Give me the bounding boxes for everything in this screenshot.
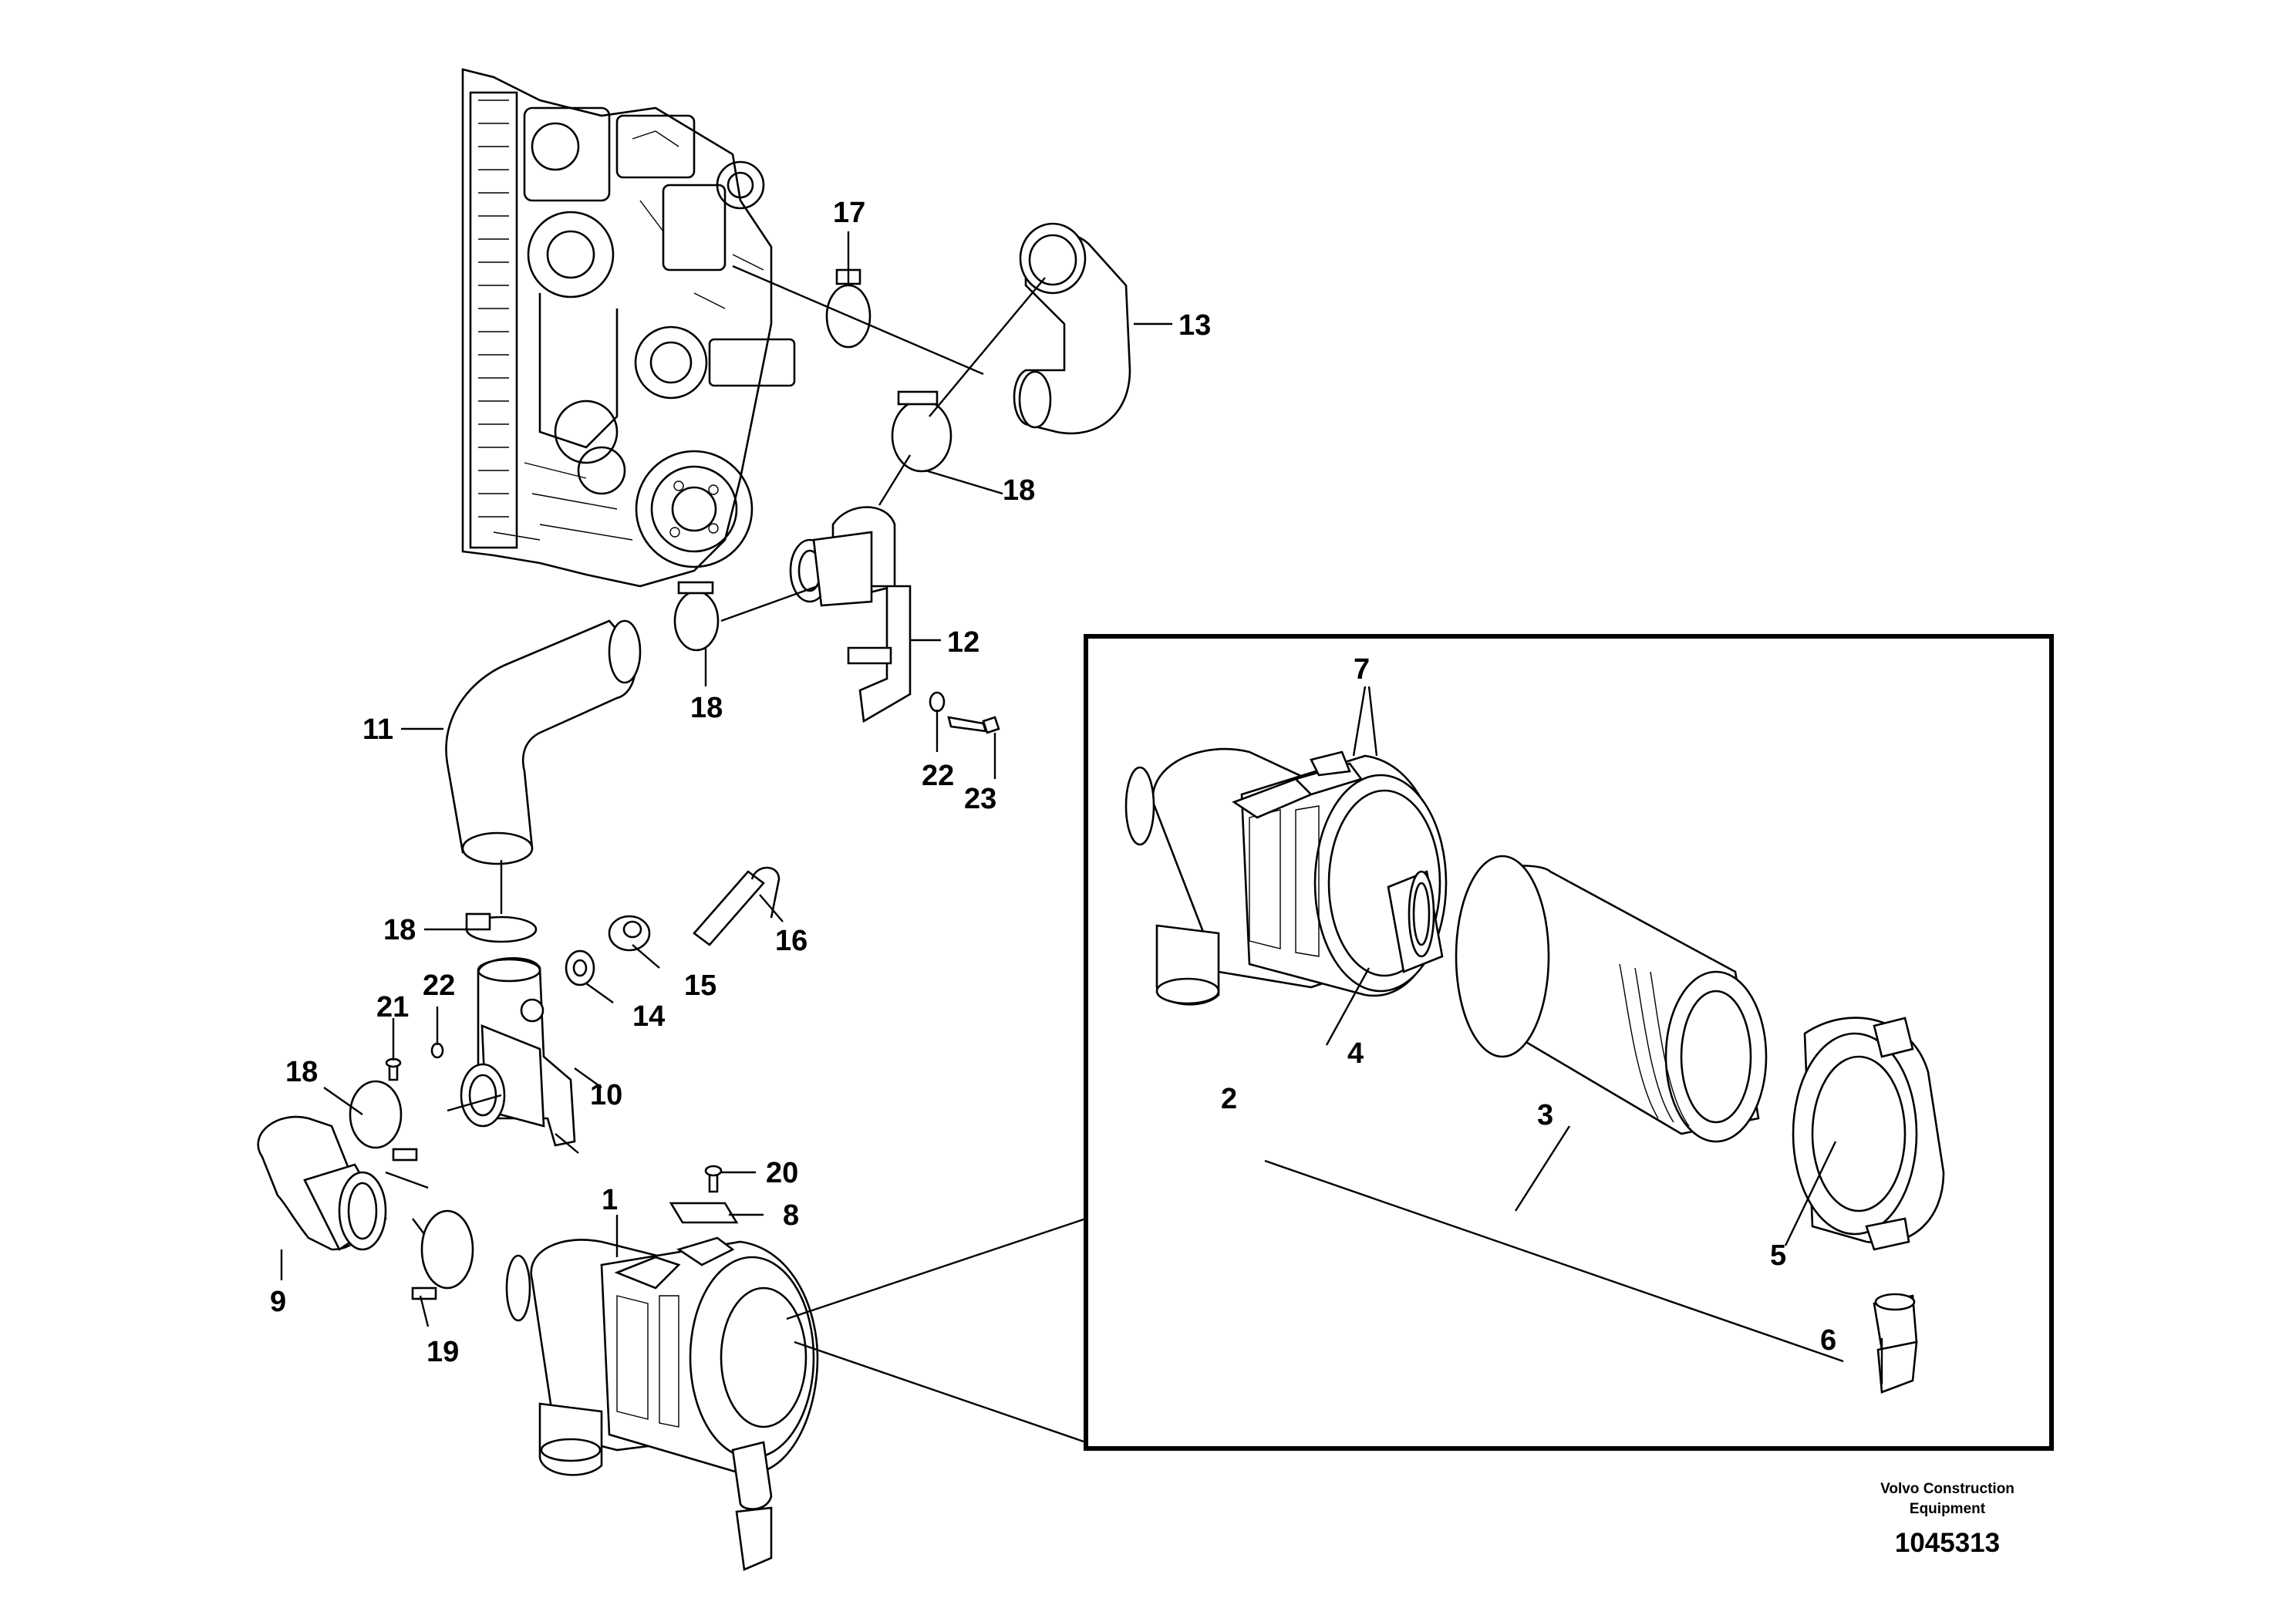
detail-cover [1792,1017,1945,1251]
leader-lines [280,231,1883,1384]
callout-6: 6 [1820,1324,1836,1357]
callout-14: 14 [632,1000,665,1033]
callout-19: 19 [426,1336,459,1368]
callout-20: 20 [766,1157,798,1189]
part-18-hose-clamp-middle [673,581,720,652]
publisher-name-line1: Volvo Construction [1880,1481,2014,1497]
part-14-grommet [565,949,595,986]
callout-13: 13 [1178,309,1211,342]
part-11-elbow-hose [445,619,642,865]
callout-22-lower: 22 [423,969,455,1002]
callout-9: 9 [270,1286,286,1318]
part-21-bolt [385,1057,402,1081]
callout-3: 3 [1537,1099,1553,1131]
callout-18-lower: 18 [383,914,416,946]
part-18-hose-clamp-lower [465,912,538,943]
part-22-washer-lower [430,1042,444,1059]
part-23-bolt [947,716,1000,734]
callout-2: 2 [1221,1083,1237,1115]
part-18-hose-clamp-upper [891,390,952,473]
callout-4: 4 [1347,1037,1364,1070]
callout-22-upper: 22 [922,760,954,792]
detail-link-lines [786,1217,1087,1444]
detail-frame [1084,634,2054,1451]
part-10-intake-housing [460,956,576,1147]
callout-8: 8 [783,1199,799,1232]
engine-illustration [461,68,796,588]
part-12-outlet-tube-bracket [789,506,912,723]
callout-17: 17 [833,197,865,229]
callout-12: 12 [947,626,979,659]
part-9-inlet-elbow [257,1115,387,1251]
detail-filter-element [1455,855,1768,1143]
part-18-hose-clamp-bottom [349,1080,418,1162]
callout-16: 16 [775,925,807,957]
part-22-washer-upper [929,691,946,713]
callout-1: 1 [602,1184,618,1216]
callouts: 17 13 18 12 11 18 22 23 18 16 15 21 22 1… [270,197,1836,1368]
part-1-air-cleaner-assembly [505,1236,819,1571]
detail-valve [1873,1293,1918,1394]
callout-7: 7 [1354,653,1370,686]
part-13-elbow-hose [1013,222,1131,435]
part-16-pin [693,866,781,946]
callout-5: 5 [1770,1239,1786,1272]
part-19-hose-clamp [411,1209,474,1300]
callout-10: 10 [590,1079,622,1111]
publisher-block: Volvo Construction Equipment 1045313 [1880,1481,2014,1558]
publisher-name-line2: Equipment [1910,1501,1986,1517]
callout-18-upper: 18 [1003,474,1035,507]
callout-11: 11 [362,713,393,746]
callout-15: 15 [684,969,716,1002]
callout-18-middle: 18 [690,692,723,724]
part-8-bracket [669,1202,739,1224]
part-15-indicator [608,915,651,952]
callout-23: 23 [964,783,996,815]
part-20-bolt [704,1165,723,1193]
callout-21: 21 [376,991,409,1023]
callout-18-bottom: 18 [285,1056,318,1088]
detail-housing-with-clamps [1124,747,1448,1006]
document-number: 1045313 [1895,1528,2000,1558]
